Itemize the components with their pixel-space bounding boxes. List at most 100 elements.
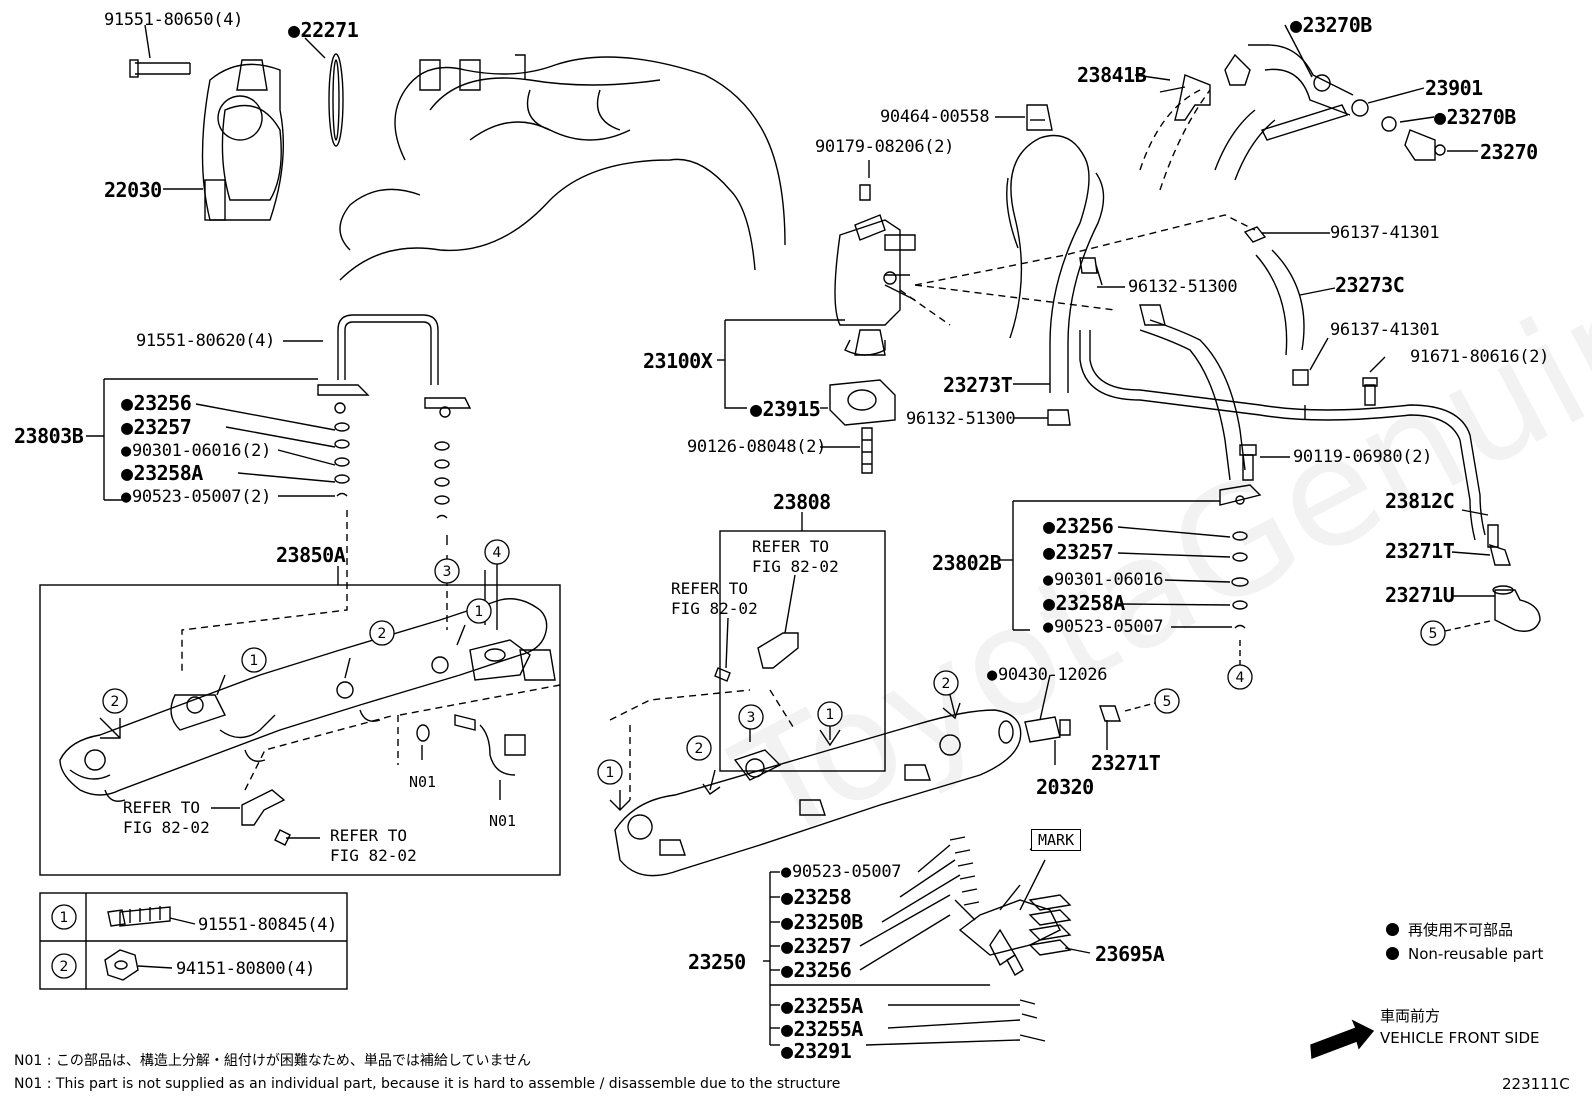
refer-fig-82-02-center-left: REFER TO FIG 82-02 — [671, 579, 758, 618]
legend-row-jp: 再使用不可部品 — [1386, 918, 1543, 942]
label-23808: 23808 — [773, 490, 831, 514]
clip-23271T-center-drawing — [1099, 705, 1121, 722]
label-90301-06016: 90301-06016 — [1043, 570, 1164, 590]
label-23250B: 23250B — [781, 911, 864, 933]
label-90301-06016-2: 90301-06016(2) — [121, 441, 271, 461]
label-91551-80845: 91551-80845(4) — [198, 915, 338, 935]
table-callout-2: 2 — [51, 953, 77, 979]
label-22030: 22030 — [104, 178, 162, 202]
svg-text:2: 2 — [378, 626, 387, 642]
fuel-pipe-23803B-drawing — [317, 314, 472, 418]
delivery-pipe-left-drawing — [59, 598, 556, 802]
callout-2-center: 2 — [686, 735, 712, 761]
label-23802B: 23802B — [932, 551, 1002, 575]
clip-23271T-drawing — [1489, 543, 1511, 566]
label-96132-51300-bottom: 96132-51300 — [906, 409, 1016, 429]
svg-text:5: 5 — [1429, 626, 1438, 642]
insulator-23695A-drawing — [1028, 894, 1072, 956]
label-23257-right: 23257 — [1043, 541, 1114, 563]
vsv-23100X-drawing — [834, 184, 916, 356]
svg-text:2: 2 — [695, 741, 704, 757]
label-20320: 20320 — [1036, 775, 1094, 799]
label-96137-41301-top: 96137-41301 — [1330, 223, 1440, 243]
callout-5-center: 5 — [1154, 688, 1180, 714]
label-91671-80616: 91671-80616(2) — [1410, 347, 1550, 367]
svg-text:4: 4 — [1236, 670, 1245, 686]
label-23271T-right: 23271T — [1385, 539, 1455, 563]
vehicle-front-arrow — [1310, 1019, 1375, 1059]
label-23271U: 23271U — [1385, 583, 1455, 607]
hose-23273T-drawing — [1006, 134, 1105, 426]
legend-dot-icon — [1386, 947, 1399, 960]
svg-text:3: 3 — [443, 564, 452, 580]
o-rings-left-drawing — [334, 422, 450, 519]
note-n01-en: N01 : This part is not supplied as an in… — [14, 1076, 841, 1092]
hose-23271U-drawing — [1492, 585, 1541, 632]
svg-text:2: 2 — [942, 676, 951, 692]
callout-2-b: 2 — [102, 688, 128, 714]
label-23695A: 23695A — [1095, 942, 1165, 966]
hose-23270-drawing — [1214, 44, 1446, 181]
non-reusable-legend: 再使用不可部品 Non-reusable part — [1386, 918, 1543, 966]
legend-dot-icon — [1386, 923, 1399, 936]
front-en-text: VEHICLE FRONT SIDE — [1380, 1029, 1540, 1047]
label-90523-05007-2: 90523-05007(2) — [121, 487, 271, 507]
label-91551-80620: 91551-80620(4) — [136, 331, 276, 351]
throttle-body-drawing — [201, 59, 285, 221]
pulsation-damper-20320-drawing — [998, 716, 1071, 744]
nut-94151-80800-drawing — [104, 949, 139, 981]
note-n01-jp: N01 : この部品は、構造上分解・組付けが困難なため、単品では補給していません — [14, 1053, 532, 1069]
refer-fig-82-02-left-right: REFER TO FIG 82-02 — [330, 826, 417, 865]
hose-23273C-drawing — [1243, 226, 1309, 386]
callout-4-left: 4 — [484, 539, 510, 565]
injector-rings-drawing — [949, 836, 1046, 1042]
label-23273C: 23273C — [1335, 273, 1405, 297]
svg-text:3: 3 — [747, 710, 756, 726]
label-90179-08206: 90179-08206(2) — [815, 137, 955, 157]
label-23258: 23258 — [781, 886, 852, 908]
callout-5-right: 5 — [1420, 620, 1446, 646]
label-23270B-top: 23270B — [1290, 14, 1373, 36]
label-23803B: 23803B — [14, 424, 84, 448]
legend-jp-text: 再使用不可部品 — [1408, 921, 1514, 939]
label-23273T: 23273T — [943, 373, 1013, 397]
bracket-left-drawing — [241, 789, 291, 846]
label-23250: 23250 — [688, 950, 746, 974]
label-23850A: 23850A — [276, 543, 346, 567]
callout-4-right: 4 — [1227, 664, 1253, 690]
label-23271T-center: 23271T — [1091, 751, 1161, 775]
bolt-91551-80650-drawing — [129, 59, 191, 78]
label-94151-80800: 94151-80800(4) — [176, 959, 316, 979]
table-callout-1: 1 — [51, 904, 77, 930]
label-90523-05007: 90523-05007 — [1043, 617, 1164, 637]
legend-row-en: Non-reusable part — [1386, 942, 1543, 966]
stud-90126-drawing — [861, 427, 873, 474]
label-23256-right: 23256 — [1043, 515, 1114, 537]
label-23255A-b: 23255A — [781, 1018, 864, 1040]
callout-3-left: 3 — [434, 558, 460, 584]
svg-text:1: 1 — [250, 653, 259, 669]
refer-fig-82-02-center-top: REFER TO FIG 82-02 — [752, 537, 839, 576]
gasket-22271-drawing — [328, 53, 344, 147]
mark-box: MARK — [1031, 829, 1082, 851]
label-n01-right: N01 — [489, 812, 517, 830]
label-23255A-a: 23255A — [781, 995, 864, 1017]
o-rings-right-drawing — [1231, 531, 1249, 629]
label-n01-left: N01 — [409, 773, 437, 791]
label-90523-05007-injector: 90523-05007 — [781, 862, 902, 882]
injector-23250-drawing — [954, 884, 1061, 976]
assembly-box-23850A — [39, 584, 561, 876]
label-22271: 22271 — [288, 19, 359, 41]
label-23257-left: 23257 — [121, 416, 192, 438]
pipe-23812C-drawing — [1079, 304, 1499, 548]
label-23256-injector: 23256 — [781, 959, 852, 981]
legend-en-text: Non-reusable part — [1408, 945, 1544, 963]
label-90119-06980: 90119-06980(2) — [1293, 447, 1433, 467]
bolt-91551-80845-drawing — [107, 906, 171, 927]
gasket-23915-drawing — [829, 379, 896, 426]
pipe-23841B-drawing — [1139, 74, 1211, 191]
label-23258A-right: 23258A — [1043, 592, 1126, 614]
clip-90464-drawing — [1026, 104, 1053, 131]
label-91551-80650: 91551-80650(4) — [104, 10, 244, 30]
